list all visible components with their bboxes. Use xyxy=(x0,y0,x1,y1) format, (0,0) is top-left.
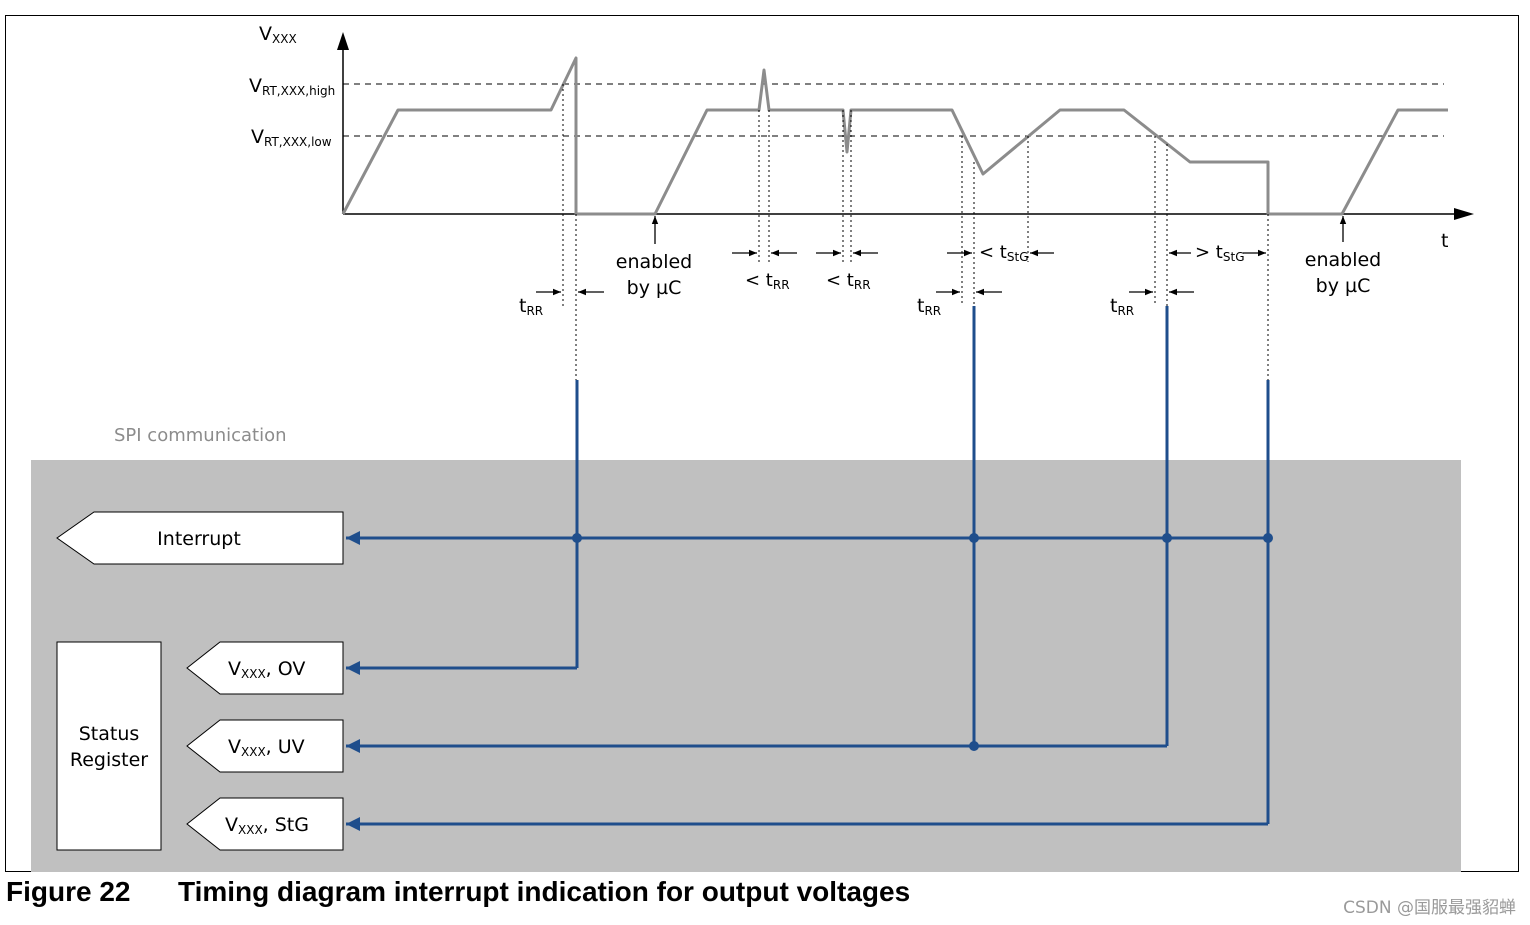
trr-label-1: tRR xyxy=(519,295,543,318)
threshold-high-label: VRT,XXX,high xyxy=(249,75,335,98)
status-register-label-line2: Register xyxy=(70,749,148,771)
x-axis-label: t xyxy=(1441,230,1448,252)
enabled-label-1: enabled xyxy=(616,251,692,273)
dotted-markers xyxy=(562,84,1269,380)
stg-flag-label: VXXX, StG xyxy=(225,814,309,837)
spi-title: SPI communication xyxy=(114,425,287,446)
uv-flag-box xyxy=(186,719,344,773)
uv-flag-label: VXXX, UV xyxy=(228,736,305,759)
status-register-label: Status xyxy=(79,723,140,745)
lt-tstg-label: < tStG xyxy=(979,242,1029,264)
status-register-box xyxy=(56,641,162,851)
lt-trr-label-2: < tRR xyxy=(826,270,871,292)
interrupt-flag-box xyxy=(56,511,344,565)
gt-tstg-label: > tStG xyxy=(1195,242,1245,264)
voltage-waveform xyxy=(341,56,1448,216)
signal-lines xyxy=(346,306,1270,831)
signal-junctions xyxy=(572,533,1273,751)
ov-flag-box xyxy=(186,641,344,695)
figure-caption: Figure 22 Timing diagram interrupt indica… xyxy=(6,876,910,908)
lt-trr-label-1: < tRR xyxy=(745,270,790,292)
enabled-label-2-line2: by µC xyxy=(1316,275,1371,297)
stg-flag-box xyxy=(186,797,344,851)
watermark: CSDN @国服最强貂蝉 xyxy=(1343,898,1516,918)
figure-number: Figure 22 xyxy=(6,876,131,907)
timing-arrows xyxy=(536,216,1347,296)
enabled-label-2: enabled xyxy=(1305,249,1381,271)
y-axis-label: VXXX xyxy=(259,23,297,46)
ov-flag-label: VXXX, OV xyxy=(228,658,305,681)
y-axis-arrow xyxy=(337,32,349,50)
x-axis-arrow xyxy=(1454,208,1474,220)
threshold-low-label: VRT,XXX,low xyxy=(251,126,332,149)
figure-title: Timing diagram interrupt indication for … xyxy=(178,876,911,907)
trr-label-2: tRR xyxy=(917,295,941,318)
interrupt-flag-label: Interrupt xyxy=(157,528,241,550)
trr-label-3: tRR xyxy=(1110,295,1134,318)
enabled-label-1-line2: by µC xyxy=(627,277,682,299)
